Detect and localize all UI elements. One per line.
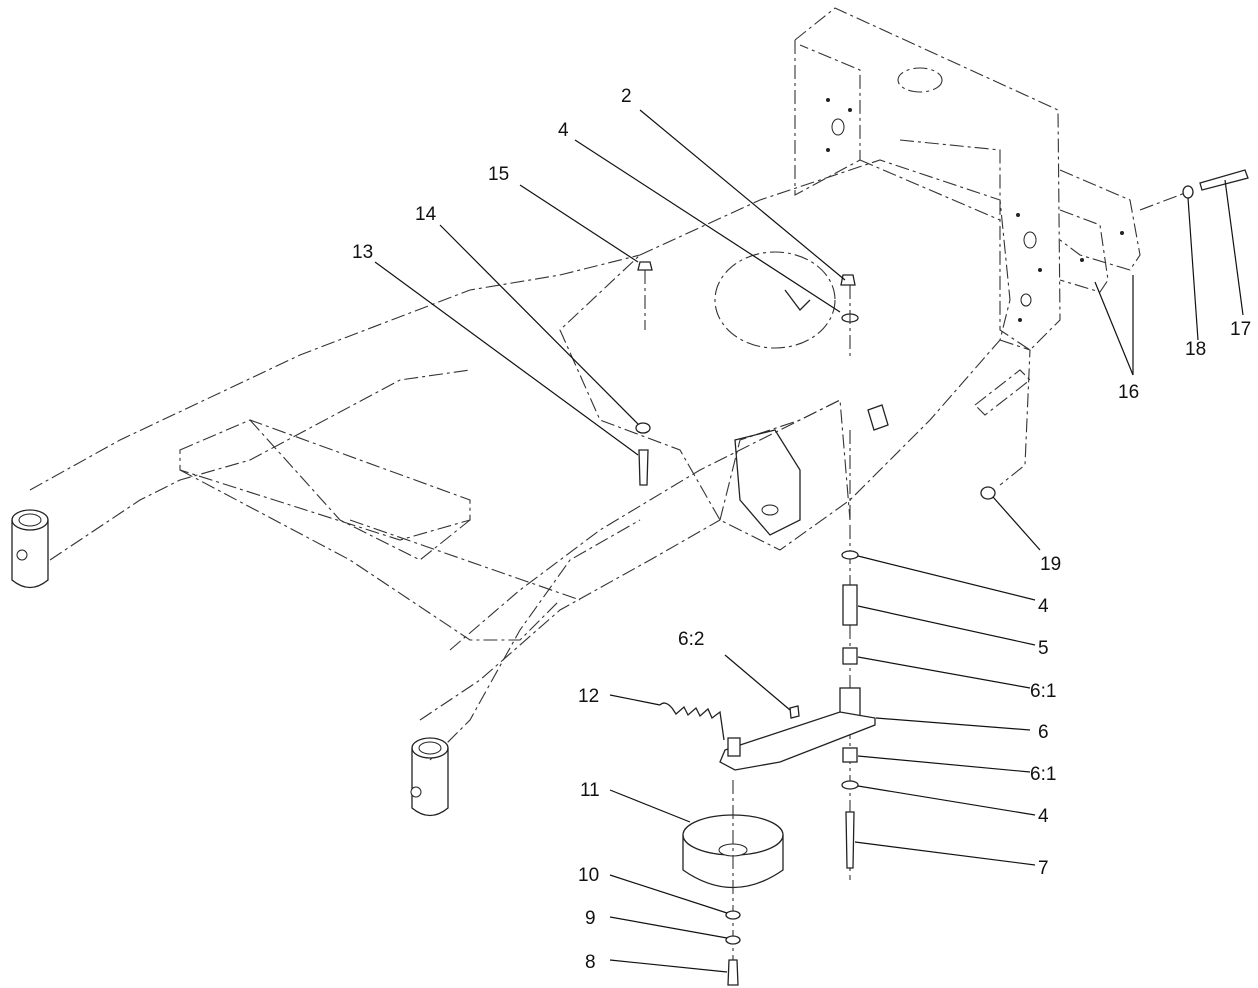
seat-bracket-pair [1059,169,1141,293]
callout-19: 19 [1040,554,1061,575]
callout-9: 9 [585,908,596,929]
callout-16: 16 [1118,382,1139,403]
callout-12: 12 [578,686,599,707]
callout-2: 2 [621,86,632,107]
callout-11: 11 [580,780,600,801]
callout-15: 15 [488,164,509,185]
callout-6-1-upper: 6:1 [1030,681,1056,702]
callout-5: 5 [1038,638,1049,659]
callout-8: 8 [585,952,596,973]
callout-18: 18 [1185,339,1206,360]
callout-6-1-lower: 6:1 [1030,764,1056,785]
callout-17: 17 [1230,319,1251,340]
callout-labels: 2 4 15 14 13 16 17 18 19 4 5 6:1 6:2 12 … [352,86,1251,973]
callout-7: 7 [1038,858,1049,879]
callout-6: 6 [1038,722,1049,743]
callout-14: 14 [415,204,437,225]
callout-6-2: 6:2 [678,629,704,650]
callout-10: 10 [578,865,599,886]
caster-tube-right [410,737,449,817]
rear-upright-panel [794,7,1061,351]
top-plate-hardware [635,169,1249,536]
leader-lines [374,109,1244,973]
callout-4-top: 4 [558,120,569,141]
callout-4-lower-stack: 4 [1038,806,1049,827]
caster-tube-left [11,509,49,589]
callout-4-upper-stack: 4 [1038,596,1049,617]
idler-assembly [659,525,876,986]
main-frame [29,159,1031,761]
callout-13: 13 [352,242,373,263]
